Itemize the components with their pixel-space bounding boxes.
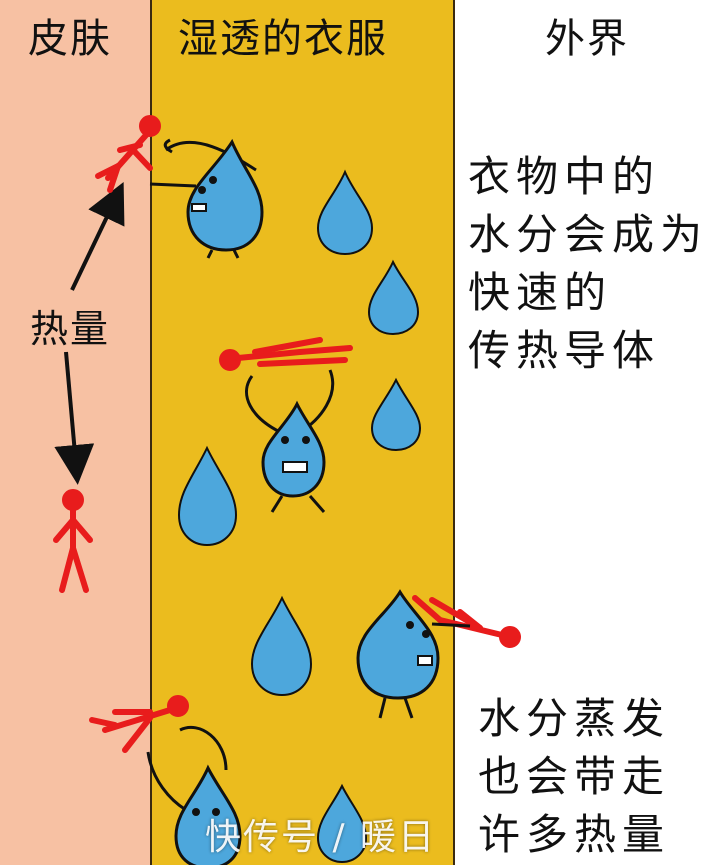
water-drop-icon bbox=[367, 259, 420, 336]
heat-stick-figure-icon bbox=[412, 595, 521, 648]
note-bottom-line: 许多热量 bbox=[478, 810, 671, 859]
heat-label: 热量 bbox=[30, 307, 111, 351]
water-drop-character-icon bbox=[245, 369, 335, 513]
water-drop-icon bbox=[316, 169, 374, 256]
water-drop-icon bbox=[316, 783, 368, 864]
water-drop-character-icon bbox=[356, 589, 471, 719]
water-drop-icon bbox=[250, 595, 313, 697]
note-bottom-line: 水分蒸发 bbox=[478, 694, 671, 743]
note-top-line: 传热导体 bbox=[468, 326, 661, 375]
water-drop-character-icon bbox=[146, 725, 242, 865]
note-top: 衣物中的 水分会成为 快速的 传热导体 bbox=[468, 148, 708, 380]
header-wet-clothes: 湿透的衣服 bbox=[178, 16, 388, 62]
water-drop-character-icon bbox=[149, 138, 264, 259]
heat-stick-figure-icon bbox=[89, 695, 189, 753]
note-bottom-line: 也会带走 bbox=[478, 752, 671, 801]
header-skin: 皮肤 bbox=[28, 16, 112, 62]
note-top-line: 衣物中的 bbox=[468, 152, 661, 201]
water-drop-icon bbox=[370, 377, 422, 452]
arrow-icon bbox=[54, 351, 95, 485]
water-drop-icon bbox=[177, 445, 238, 547]
heat-stick-figure-icon bbox=[95, 115, 161, 193]
note-top-line: 快速的 bbox=[468, 268, 613, 317]
watermark: 快传号 / 暖日 bbox=[205, 817, 437, 858]
note-bottom: 水分蒸发 也会带走 许多热量 bbox=[478, 690, 670, 864]
arrow-icon bbox=[70, 181, 125, 291]
header-outside: 外界 bbox=[545, 16, 629, 62]
heat-stick-figure-icon bbox=[53, 489, 93, 593]
outside-column bbox=[455, 0, 720, 865]
note-top-line: 水分会成为 bbox=[468, 210, 709, 259]
heat-stick-figure-icon bbox=[219, 337, 353, 371]
